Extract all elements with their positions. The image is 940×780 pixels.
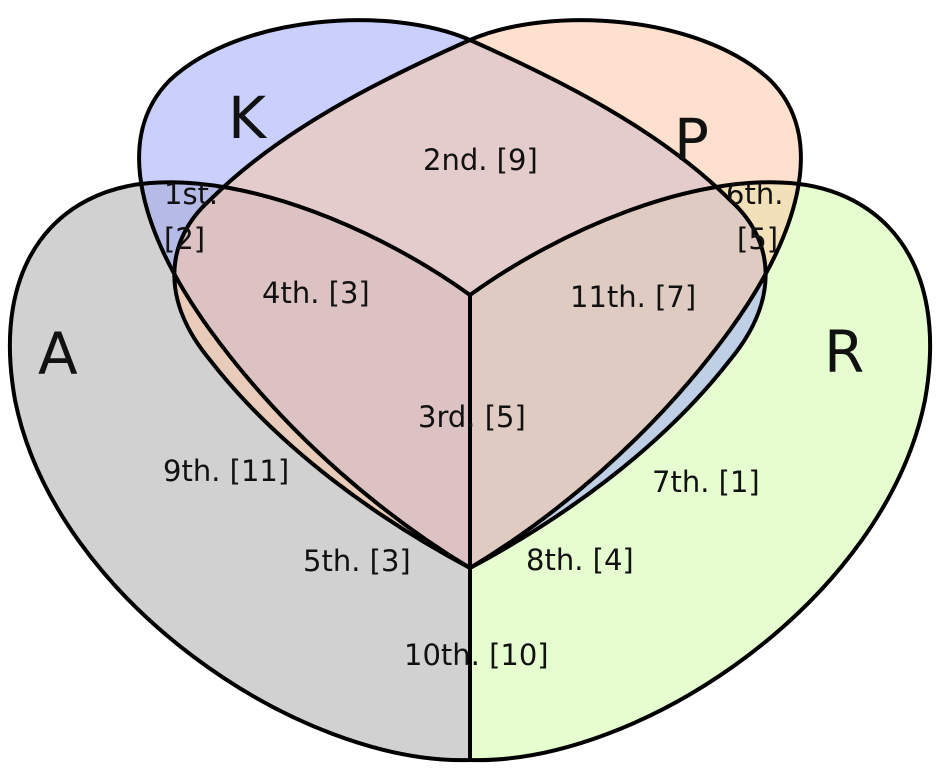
region-8th: 8th. [4]: [526, 543, 634, 577]
set-label-a: A: [38, 320, 78, 388]
region-4th: 4th. [3]: [262, 276, 370, 310]
set-labels: A K P R: [38, 84, 864, 388]
region-5th: 5th. [3]: [303, 544, 411, 578]
set-label-r: R: [824, 318, 864, 386]
region-10th: 10th. [10]: [404, 638, 549, 672]
region-3rd: 3rd. [5]: [418, 400, 526, 434]
region-2nd: 2nd. [9]: [423, 143, 538, 177]
region-1st-line-2: [2]: [164, 222, 205, 256]
set-label-k: K: [228, 84, 268, 152]
region-labels: 1st. [2] 2nd. [9] 3rd. [5] 4th. [3] 5th.…: [163, 143, 783, 672]
region-11th: 11th. [7]: [570, 280, 696, 314]
region-9th: 9th. [11]: [163, 454, 289, 488]
region-6th-line-1: 6th.: [726, 177, 783, 211]
set-label-p: P: [674, 106, 709, 174]
region-6th-line-2: [5]: [737, 222, 778, 256]
region-1st-line-1: 1st.: [164, 177, 218, 211]
region-7th: 7th. [1]: [652, 465, 760, 499]
